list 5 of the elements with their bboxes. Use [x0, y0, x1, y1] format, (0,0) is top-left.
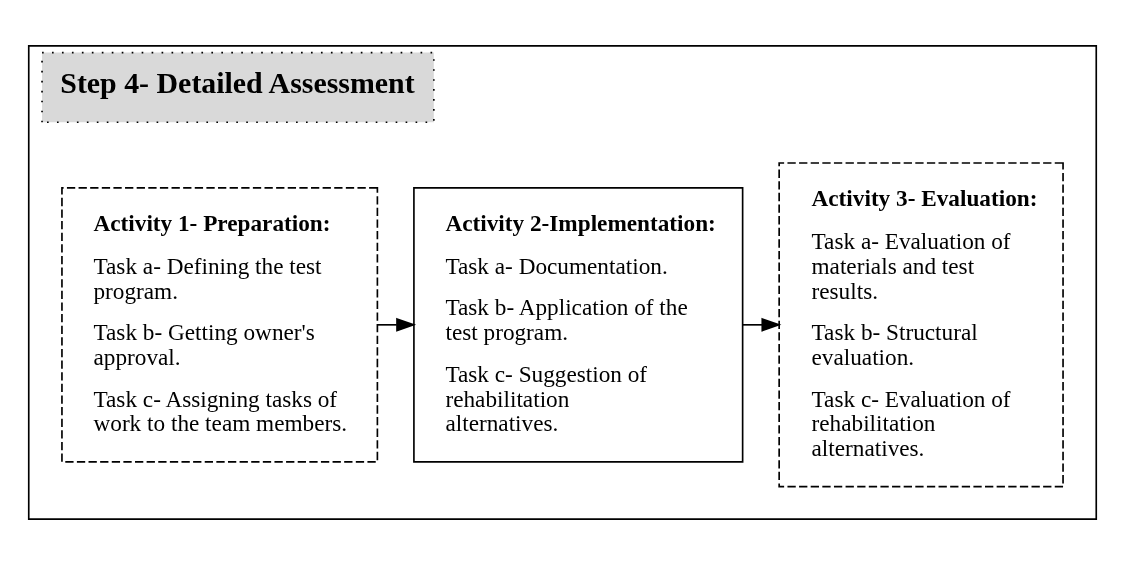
node-box: Activity 2-Implementation: Task a- Documentation. Task b- Application of the test program. Task c- Suggestion of rehabilitation alternatives. — [413, 187, 744, 463]
arrow — [376, 317, 417, 332]
arrow — [741, 317, 782, 332]
node-box: Activity 1- Preparation: Task a- Defining the test program. Task b- Getting owner's approval. Task c- Assigning tasks of work to the team members. — [61, 187, 379, 463]
node-box: Activity 3- Evaluation: Task a- Evaluation of materials and test results. Task b- Structural evaluation. Task c- Evaluation of rehabilitation alternatives. — [778, 162, 1064, 488]
